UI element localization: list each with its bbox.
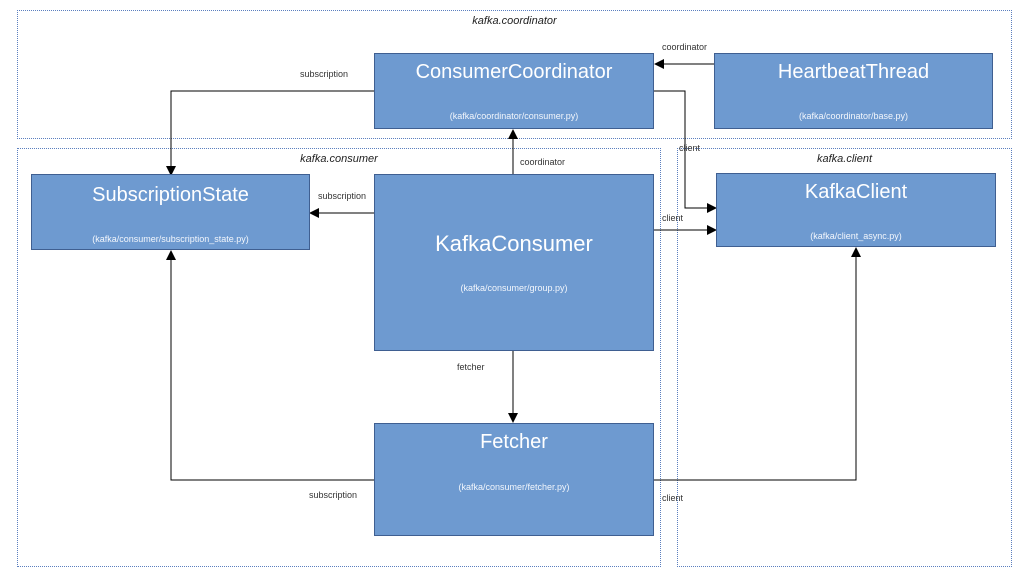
edge-fetcher-to-client [654,247,861,481]
edge-coordinator-to-subscription [166,90,374,176]
component-kafka-consumer: KafkaConsumer (kafka/consumer/group.py) [374,174,654,351]
package-title: kafka.client [816,153,873,165]
edge-label-consumer-coordinator: coordinator [520,157,566,167]
component-name: HeartbeatThread [777,61,930,83]
component-heartbeat-thread: HeartbeatThread (kafka/coordinator/base.… [714,53,993,129]
component-path: (kafka/coordinator/base.py) [798,111,909,121]
package-title: kafka.consumer [300,153,378,165]
component-path: (kafka/consumer/group.py) [460,283,568,293]
package-kafka-client: kafka.client [677,148,1012,567]
component-path: (kafka/coordinator/consumer.py) [449,111,579,121]
edge-label-consumer-fetcher: fetcher [457,362,485,372]
edge-label-consumer-subscription: subscription [318,191,367,201]
edge-label-fetcher-client: client [662,493,684,503]
component-name: KafkaConsumer [435,231,593,256]
package-kafka-consumer: kafka.consumer [17,148,661,567]
edge-coordinator-to-client [654,90,717,213]
component-fetcher: Fetcher (kafka/consumer/fetcher.py) [374,423,654,536]
component-path: (kafka/consumer/subscription_state.py) [92,234,249,244]
edge-label-consumer-client: client [662,213,684,223]
component-name: Fetcher [480,431,548,453]
edge-label-fetcher-subscription: subscription [309,490,358,500]
component-path: (kafka/consumer/fetcher.py) [458,482,570,492]
edge-label-coordinator-subscription: subscription [300,69,349,79]
component-subscription-state: SubscriptionState (kafka/consumer/subscr… [31,174,310,250]
component-path: (kafka/client_async.py) [810,231,902,241]
component-name: SubscriptionState [92,184,249,206]
edge-label-heartbeat-coordinator: coordinator [662,42,708,52]
edge-fetcher-to-subscription [166,250,374,481]
package-title: kafka.coordinator [472,15,557,27]
component-name: ConsumerCoordinator [415,61,613,83]
component-name: KafkaClient [804,181,908,203]
component-consumer-coordinator: ConsumerCoordinator (kafka/coordinator/c… [374,53,654,129]
edge-label-coordinator-client: client [679,143,701,153]
component-kafka-client: KafkaClient (kafka/client_async.py) [716,173,996,247]
